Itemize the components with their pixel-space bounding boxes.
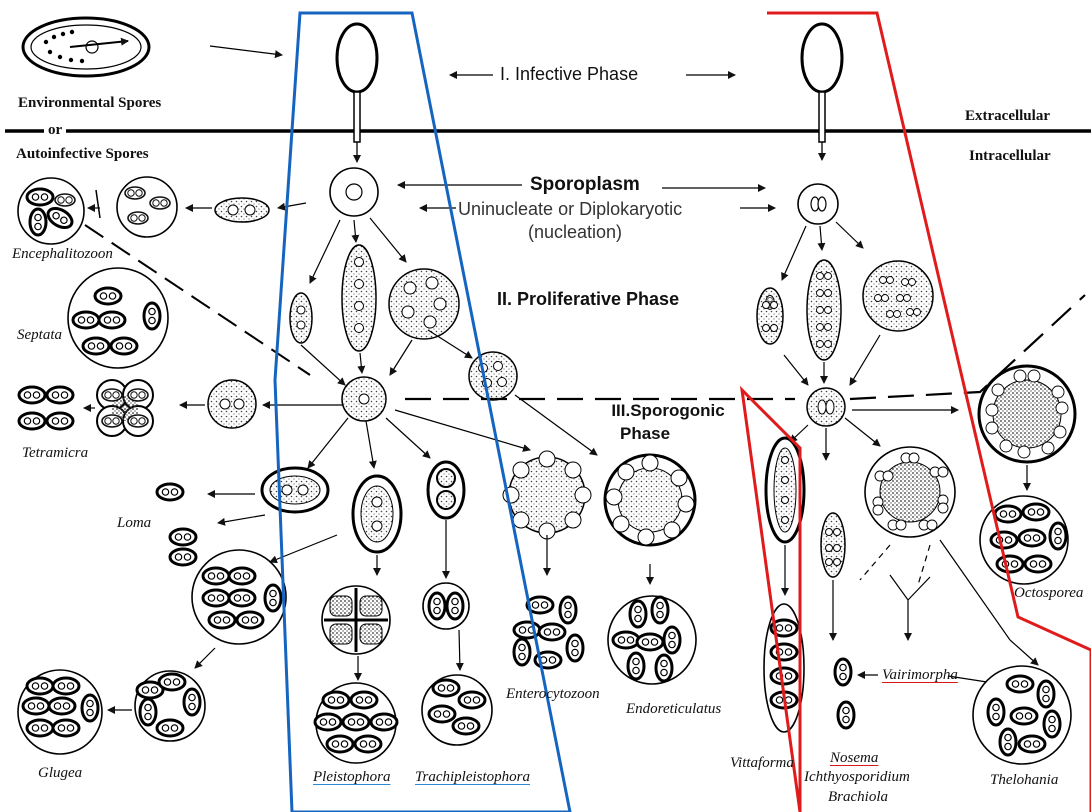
sporont-right bbox=[807, 388, 845, 426]
infective-spore-left bbox=[337, 24, 377, 162]
sporoplasm-nucleation-sub: (nucleation) bbox=[528, 223, 622, 241]
glugea-label: Glugea bbox=[38, 766, 82, 781]
vairimorpha-plasmodium bbox=[865, 447, 955, 537]
septata-label: Septata bbox=[17, 328, 62, 343]
sporont-left bbox=[342, 377, 386, 421]
encephalitozoon-stage2 bbox=[117, 177, 177, 237]
proliferative-phase-label: II. Proliferative Phase bbox=[497, 290, 679, 308]
merogony-elongate-left bbox=[342, 245, 376, 351]
merogony-small-left bbox=[290, 293, 312, 343]
enterocytozoon-plasmodium bbox=[503, 451, 591, 539]
nosema-label: Nosema bbox=[830, 751, 878, 766]
sporoplasm-right bbox=[798, 184, 838, 224]
trachipleistophora-mature-cell bbox=[422, 675, 492, 745]
trachipleistophora-label: Trachipleistophora bbox=[415, 770, 530, 785]
trachipleistophora-sporont bbox=[428, 462, 464, 518]
sporoplasm-nucleation-label: Uninucleate or Diplokaryotic bbox=[458, 200, 682, 218]
vairimorpha-label: Vairimorpha bbox=[882, 668, 958, 683]
merogony-round-left bbox=[389, 269, 459, 339]
sporogonic-phase-label-2: Phase bbox=[620, 425, 670, 442]
vittaforma-sporont bbox=[766, 438, 804, 542]
enterocytozoon-label: Enterocytozoon bbox=[506, 687, 600, 702]
extracellular-label: Extracellular bbox=[965, 109, 1050, 124]
loma-spores bbox=[157, 484, 196, 565]
nosema-sporont bbox=[821, 513, 845, 577]
nosema-spores bbox=[835, 659, 854, 728]
glugea-mature-cell bbox=[18, 670, 102, 754]
meront-small-right bbox=[757, 288, 783, 344]
pleistophora-label: Pleistophora bbox=[313, 770, 391, 785]
tetramicra-label: Tetramicra bbox=[22, 446, 88, 461]
meront-round-right bbox=[863, 261, 933, 331]
octosporea-label: Octosporea bbox=[1014, 586, 1083, 601]
pleistophora-quad-cell bbox=[322, 586, 390, 654]
vittaforma-label: Vittaforma bbox=[730, 756, 794, 771]
trachipleistophora-spore-cell bbox=[423, 583, 469, 629]
autoinfective-spores-label: Autoinfective Spores bbox=[16, 147, 149, 162]
sporogonic-phase-label-1: III.Sporogonic bbox=[598, 402, 738, 419]
thelohania-label: Thelohania bbox=[990, 773, 1058, 788]
environmental-spore-icon bbox=[23, 18, 149, 76]
or-label: or bbox=[44, 123, 66, 138]
endoreticulatus-mature-cell bbox=[608, 596, 696, 684]
encephalitozoon-stage1 bbox=[215, 198, 269, 222]
glugea-ring-cell bbox=[135, 671, 205, 741]
infective-phase-label: I. Infective Phase bbox=[500, 65, 638, 83]
pleistophora-sporont bbox=[353, 476, 401, 552]
glugea-xenoma bbox=[192, 550, 286, 644]
loma-label: Loma bbox=[117, 516, 151, 531]
endoreticulatus-cell bbox=[605, 455, 695, 545]
meront-elongate-right bbox=[807, 260, 841, 360]
encephalitozoon-cell bbox=[18, 178, 84, 244]
encephalitozoon-label: Encephalitozoon bbox=[12, 247, 113, 262]
tetramicra-spores bbox=[19, 387, 73, 429]
tetramicra-sporont bbox=[208, 380, 256, 428]
infective-spore-right bbox=[802, 24, 842, 160]
endoreticulatus-label: Endoreticulatus bbox=[626, 702, 721, 717]
thelohania-cell bbox=[973, 666, 1071, 764]
vittaforma-mature bbox=[764, 604, 804, 732]
sporoplasm-title: Sporoplasm bbox=[530, 175, 640, 194]
tetramicra-cluster bbox=[97, 380, 153, 436]
septata-cell bbox=[68, 268, 168, 368]
proliferative-cell-mid bbox=[469, 352, 517, 400]
sporoplasm-left bbox=[330, 168, 378, 216]
ichthyosporidium-label: Ichthyosporidium bbox=[804, 770, 910, 785]
pleistophora-mature-cell bbox=[315, 683, 397, 763]
enterocytozoon-spores bbox=[514, 597, 583, 668]
environmental-spores-label: Environmental Spores bbox=[18, 96, 161, 111]
intracellular-label: Intracellular bbox=[969, 149, 1051, 164]
loma-sporont bbox=[262, 468, 328, 512]
octosporea-plasmodium bbox=[979, 366, 1075, 462]
brachiola-label: Brachiola bbox=[828, 790, 888, 805]
